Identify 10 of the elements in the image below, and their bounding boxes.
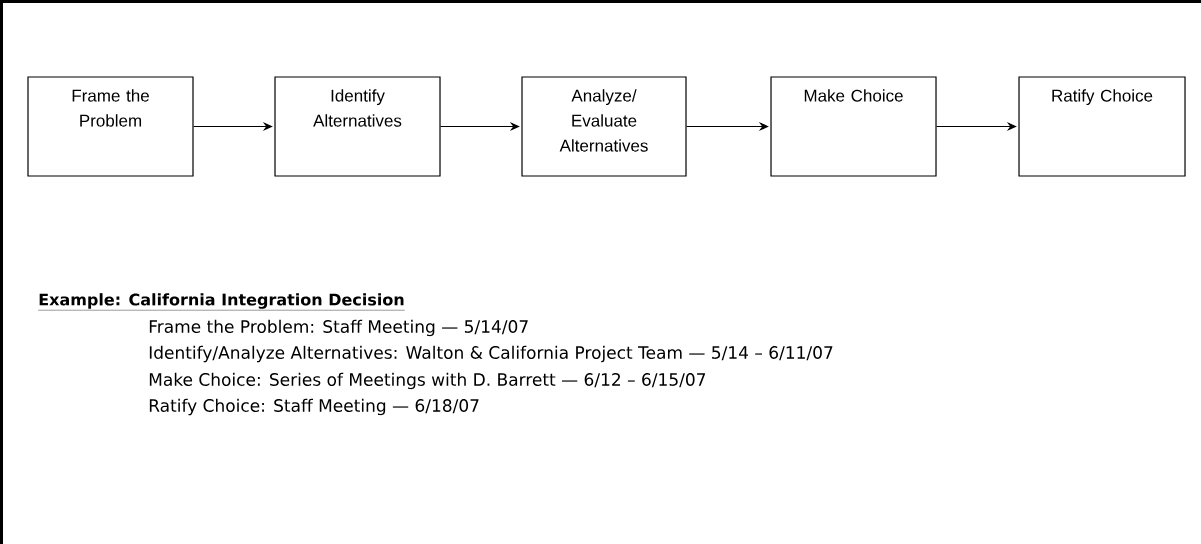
process-box: Ratify Choice: [1018, 76, 1186, 177]
note-line: Frame the Problem: Staff Meeting — 5/14/07: [149, 319, 528, 337]
process-box: Analyze/ Evaluate Alternatives: [521, 76, 687, 177]
note-line: Ratify Choice: Staff Meeting — 6/18/07: [149, 398, 479, 416]
heading: Example: California Integration Decision: [38, 293, 405, 311]
process-box: Frame the Problem: [27, 76, 194, 177]
note-line: Make Choice: Series of Meetings with D. Barrett — 6/12 – 6/15/07: [149, 372, 706, 390]
process-box: Identify Alternatives: [274, 76, 441, 177]
note-line: Identify/Analyze Alternatives: Walton & California Project Team — 5/14 – 6/11/07: [149, 345, 833, 363]
process-box: Make Choice: [770, 76, 937, 177]
